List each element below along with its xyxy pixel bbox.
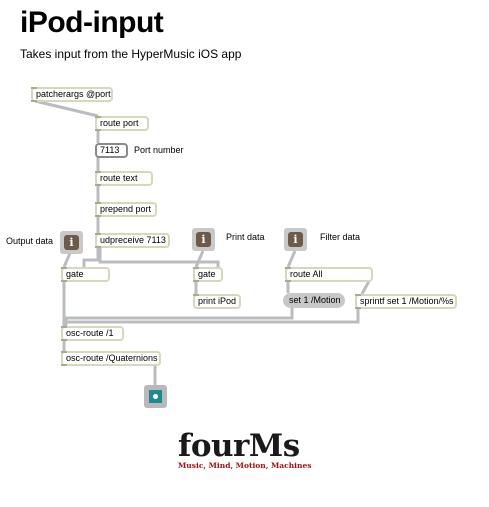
route-text-outlet[interactable]: [95, 184, 101, 186]
osc-route-quaternions-outlet[interactable]: [61, 364, 67, 366]
info-icon: i: [196, 232, 211, 247]
filter-data-toggle[interactable]: i: [284, 228, 307, 251]
route-text-inlet[interactable]: [95, 171, 101, 173]
port-number-label: Port number: [134, 145, 184, 155]
filter-data-label: Filter data: [320, 232, 361, 242]
cord-sprintf-osc1: [64, 309, 360, 326]
route-text-label: route text: [100, 173, 138, 183]
patcherargs-inlet[interactable]: [31, 87, 37, 89]
print-ipod-object[interactable]: print iPod: [193, 294, 241, 309]
print-data-toggle[interactable]: i: [192, 228, 215, 251]
route-port-label: route port: [100, 118, 139, 128]
print-data-label: Print data: [226, 232, 265, 242]
prepend-port-outlet[interactable]: [95, 215, 101, 217]
osc-route-1-object[interactable]: osc-route /1: [61, 326, 124, 341]
prepend-port-label: prepend port: [100, 204, 152, 214]
output-data-label: Output data: [6, 236, 54, 246]
cord-routeall-sprintf: [360, 280, 371, 295]
sprintf-outlet[interactable]: [355, 307, 361, 309]
gate-output-inlet[interactable]: [61, 267, 67, 269]
gate-print-inlet[interactable]: [193, 267, 199, 269]
route-all-outlet[interactable]: [285, 280, 291, 282]
patch-subtitle: Takes input from the HyperMusic iOS app: [20, 47, 242, 61]
route-port-object[interactable]: route port: [95, 116, 149, 131]
cord-toggle-routeall: [286, 250, 297, 268]
set-motion-message[interactable]: set 1 /Motion: [283, 293, 345, 308]
osc-route-quaternions-label: osc-route /Quaternions: [66, 353, 158, 363]
route-all-inlet[interactable]: [285, 267, 291, 269]
logo-wordmark: fourMs: [178, 428, 300, 464]
cord-patcherargs-routeport: [34, 99, 99, 118]
patch-title: iPod-input: [20, 6, 164, 39]
sprintf-label: sprintf set 1 /Motion/%s: [360, 296, 454, 306]
sprintf-object[interactable]: sprintf set 1 /Motion/%s: [355, 294, 457, 309]
print-ipod-label: print iPod: [198, 296, 237, 306]
info-icon: i: [288, 232, 303, 247]
udpreceive-inlet[interactable]: [95, 233, 101, 235]
udpreceive-object[interactable]: udpreceive 7113: [95, 233, 170, 248]
prepend-port-inlet[interactable]: [95, 202, 101, 204]
osc-route-1-inlet[interactable]: [61, 326, 67, 328]
port-number-box[interactable]: 7113: [95, 143, 128, 158]
info-icon: i: [64, 235, 79, 250]
cord-toggle-gate-print: [194, 250, 205, 268]
logo-tagline: Music, Mind, Motion, Machines: [178, 461, 312, 470]
gate-output-object[interactable]: gate: [61, 267, 110, 282]
osc-route-1-label: osc-route /1: [66, 328, 114, 338]
patcherargs-outlet[interactable]: [31, 100, 37, 102]
gate-print-object[interactable]: gate: [193, 267, 223, 282]
osc-route-1-outlet[interactable]: [61, 339, 67, 341]
patcherargs-object[interactable]: patcherargs @port: [31, 87, 113, 102]
osc-route-quaternions-inlet[interactable]: [61, 351, 67, 353]
patcherargs-label: patcherargs @port: [36, 89, 111, 99]
bang-dot: [153, 394, 158, 399]
cord-udp-gate-output: [82, 248, 100, 267]
route-all-label: route All: [290, 269, 323, 279]
gate-print-outlet[interactable]: [193, 280, 199, 282]
osc-route-quaternions-object[interactable]: osc-route /Quaternions: [61, 351, 161, 366]
print-ipod-inlet[interactable]: [193, 294, 199, 296]
udpreceive-outlet[interactable]: [95, 246, 101, 248]
fourms-logo: fourMs Music, Mind, Motion, Machines: [178, 428, 318, 473]
gate-print-label: gate: [198, 269, 216, 279]
gate-output-outlet[interactable]: [61, 280, 67, 282]
udpreceive-label: udpreceive 7113: [100, 235, 166, 245]
route-text-object[interactable]: route text: [95, 171, 153, 186]
gate-output-label: gate: [66, 269, 84, 279]
bang-icon: [149, 390, 162, 403]
bang-button[interactable]: [144, 385, 167, 408]
route-port-inlet[interactable]: [95, 116, 101, 118]
sprintf-inlet[interactable]: [355, 294, 361, 296]
route-port-outlet[interactable]: [95, 129, 101, 131]
cord-udp-gate-print: [98, 248, 220, 267]
output-data-toggle[interactable]: i: [60, 231, 83, 254]
route-all-object[interactable]: route All: [285, 267, 373, 282]
prepend-port-object[interactable]: prepend port: [95, 202, 157, 217]
